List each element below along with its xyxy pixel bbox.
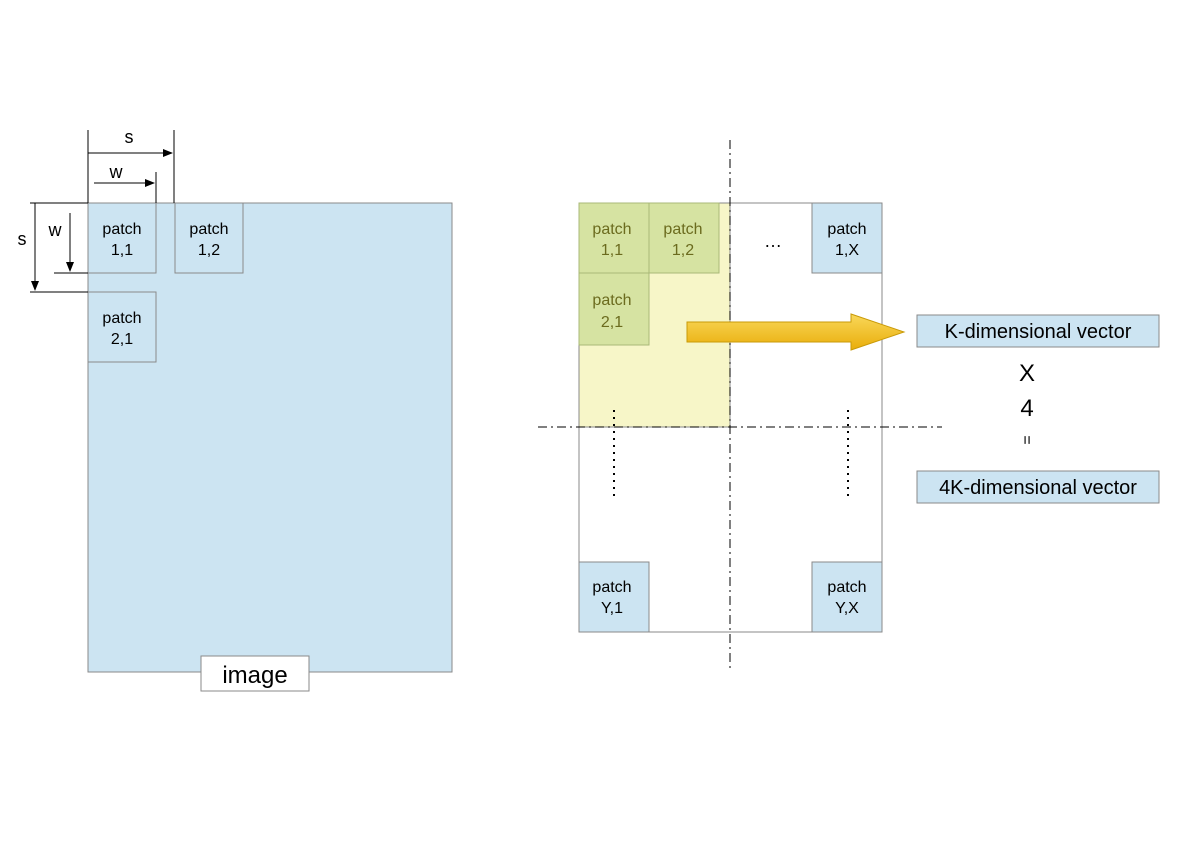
patch-label: patch bbox=[663, 221, 702, 238]
equals-sign: = bbox=[1018, 435, 1035, 444]
patch-label: patch bbox=[592, 579, 631, 596]
patch-label: patch bbox=[592, 292, 631, 309]
dim-w-top: w bbox=[109, 162, 124, 182]
right-patch-2-1: patch 2,1 bbox=[578, 272, 650, 346]
times-sign: X bbox=[1019, 360, 1035, 387]
patch-label: patch bbox=[189, 221, 228, 238]
left-patch-1-2: patch 1,2 bbox=[174, 202, 244, 274]
dimension-left bbox=[30, 202, 88, 293]
patch-index: 1,1 bbox=[601, 242, 623, 259]
right-patch-y-1: patch Y,1 bbox=[578, 561, 650, 633]
image-label: image bbox=[222, 662, 287, 689]
right-diagram: patch 1,1 patch 1,2 patch 2,1 patch 1,X … bbox=[538, 140, 1160, 668]
patch-index: Y,X bbox=[835, 600, 859, 617]
right-patch-y-x: patch Y,X bbox=[811, 561, 883, 633]
dimension-top bbox=[87, 130, 175, 203]
right-patch-1-x: patch 1,X bbox=[811, 202, 883, 274]
patch-label: patch bbox=[102, 310, 141, 327]
k-vector-label: K-dimensional vector bbox=[945, 321, 1132, 343]
4k-vector-label: 4K-dimensional vector bbox=[939, 477, 1137, 499]
left-patch-1-1: patch 1,1 bbox=[87, 202, 157, 274]
patch-index: 1,1 bbox=[111, 242, 133, 259]
left-patch-2-1: patch 2,1 bbox=[87, 291, 157, 363]
right-patch-1-2: patch 1,2 bbox=[648, 202, 720, 274]
right-patch-1-1: patch 1,1 bbox=[578, 202, 650, 274]
dim-w-left: w bbox=[48, 220, 63, 240]
left-diagram: patch 1,1 patch 1,2 patch 2,1 s w bbox=[18, 127, 453, 692]
patch-index: 1,X bbox=[835, 242, 859, 259]
patch-label: patch bbox=[102, 221, 141, 238]
patch-label: patch bbox=[592, 221, 631, 238]
patch-index: 2,1 bbox=[601, 314, 623, 331]
patch-index: Y,1 bbox=[601, 600, 623, 617]
patch-label: patch bbox=[827, 579, 866, 596]
horizontal-ellipsis: … bbox=[764, 231, 782, 251]
patch-index: 2,1 bbox=[111, 331, 133, 348]
4k-vector-box bbox=[916, 470, 1160, 504]
image-rect bbox=[87, 202, 453, 673]
gold-arrow bbox=[686, 313, 906, 351]
dim-s-top: s bbox=[125, 127, 134, 147]
patch-label: patch bbox=[827, 221, 866, 238]
k-vector-box bbox=[916, 314, 1160, 348]
patch-index: 1,2 bbox=[672, 242, 694, 259]
patch-index: 1,2 bbox=[198, 242, 220, 259]
multiplier-four: 4 bbox=[1020, 395, 1033, 422]
dim-s-left: s bbox=[18, 229, 27, 249]
image-label-box bbox=[200, 655, 310, 692]
